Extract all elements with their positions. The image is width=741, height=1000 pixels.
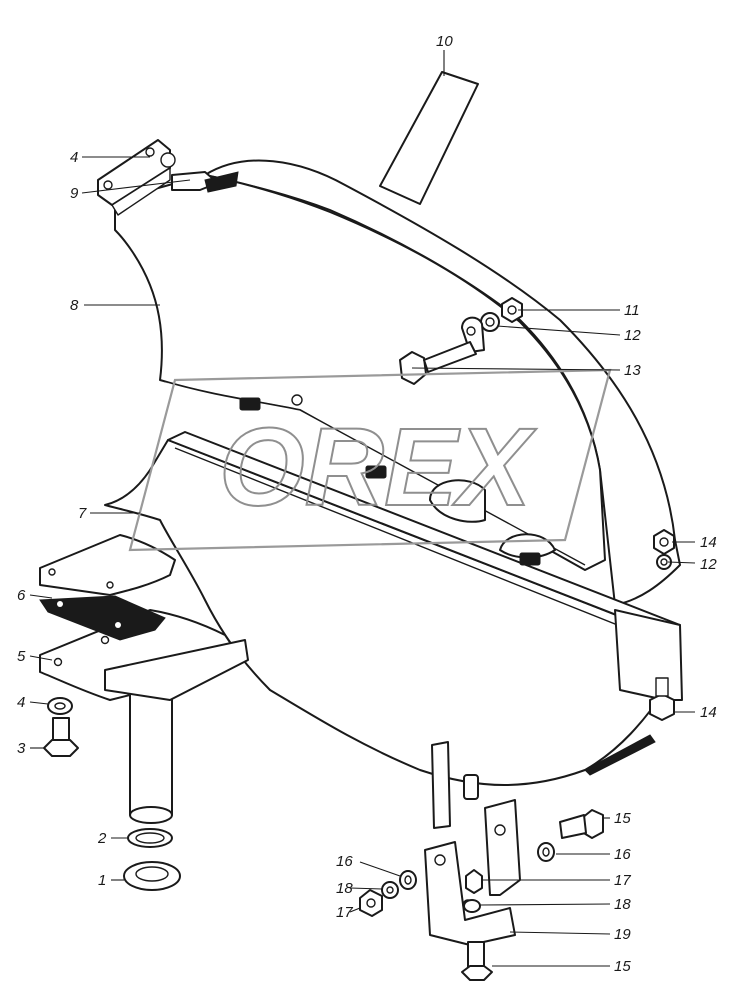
part-19-angle-bracket (424, 799, 521, 946)
callout-19: 19 (614, 926, 631, 943)
callout-16-left: 16 (336, 853, 353, 870)
callout-17-left: 17 (336, 904, 353, 921)
callout-1: 1 (98, 872, 106, 889)
callout-15-upper: 15 (614, 810, 631, 827)
callout-10: 10 (436, 33, 453, 50)
part-10-cover-strip (379, 71, 479, 205)
callout-17-center: 17 (614, 872, 631, 889)
part-4-washer-lower (47, 697, 73, 715)
part-15-bolt-upper (559, 809, 604, 839)
callout-8: 8 (70, 297, 79, 314)
part-18-washer-left (381, 881, 399, 899)
callout-16-right: 16 (614, 846, 631, 863)
pivot-shaft (104, 639, 249, 824)
callout-18-center: 18 (614, 896, 631, 913)
part-18-washer-center (463, 899, 481, 913)
callout-15-lower: 15 (614, 958, 631, 975)
callout-9: 9 (70, 185, 79, 202)
callout-labels: 10 4 9 8 11 12 13 7 14 12 6 5 4 14 3 2 1… (17, 33, 717, 975)
callout-14-lower: 14 (700, 704, 717, 721)
part-17-nut-left (359, 889, 383, 917)
part-15-bolt-lower (461, 941, 493, 981)
part-11-nut (501, 297, 523, 323)
part-16-washer-right (537, 842, 555, 862)
part-3-bolt (43, 717, 79, 757)
part-12-washer-upper (480, 312, 500, 332)
small-strip-plate (431, 741, 451, 829)
part-14-nut-right-lower (649, 677, 675, 721)
callout-3: 3 (17, 740, 26, 757)
callout-4-upper: 4 (70, 149, 78, 166)
callout-4-lower: 4 (17, 694, 25, 711)
callout-7: 7 (78, 505, 87, 522)
callout-12-right: 12 (700, 556, 717, 573)
part-2-ring (127, 828, 173, 848)
callout-14-upper: 14 (700, 534, 717, 551)
leader-lines (29, 50, 696, 967)
callout-13: 13 (624, 362, 641, 379)
callout-11: 11 (624, 302, 640, 319)
part-1-bushing (123, 861, 181, 891)
part-9-bolt-upper (160, 152, 239, 193)
watermark: OREX (128, 368, 612, 552)
callout-2: 2 (97, 830, 107, 847)
part-16-washer-left (399, 870, 417, 890)
callout-5: 5 (17, 648, 26, 665)
part-17-nut-center (465, 869, 483, 894)
part-14-nut-right-upper (653, 529, 675, 555)
callout-18-left: 18 (336, 880, 353, 897)
callout-12-upper: 12 (624, 327, 641, 344)
callout-6: 6 (17, 587, 26, 604)
part-upper-left-plate (39, 534, 176, 596)
watermark-text: OREX (219, 406, 536, 529)
part-6-gasket-plate (39, 595, 166, 641)
